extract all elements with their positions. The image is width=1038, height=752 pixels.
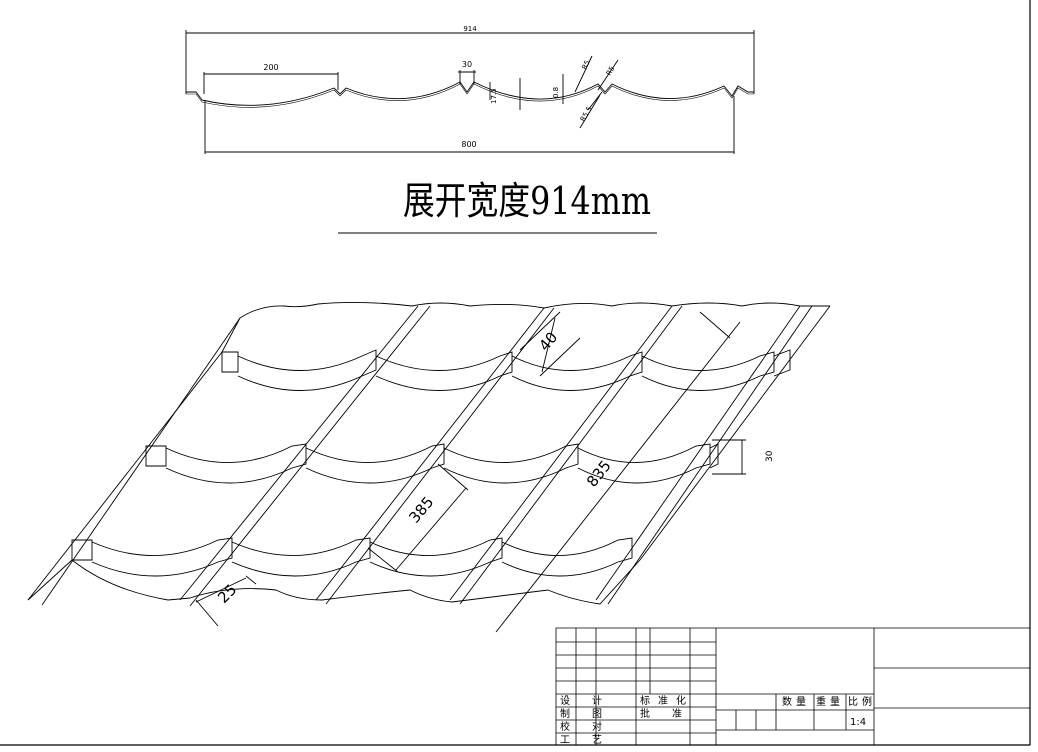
dim-step: 30 [462,60,472,69]
tb-h-2: 量 [796,696,806,708]
tb-h-5: 比 [848,696,858,708]
tb-r1-a: 设 [560,695,570,707]
tb-r2-a: 制 [560,707,570,720]
tb-r3-a: 校 [560,720,570,733]
dim-total-top: 914 [463,25,477,33]
dim-radius-c: R5.5 [579,105,594,123]
dim-835: 835 [583,457,615,491]
unfold-width-title: 展开宽度914mm [403,179,651,223]
dim-thickness: 0.8 [552,87,560,98]
tb-scale: 1:4 [850,717,866,728]
tb-r4-a: 工 [560,735,570,746]
tb-h-6: 例 [862,695,872,708]
tb-h-1: 数 [782,695,792,708]
tb-r4-b: 艺 [592,734,602,746]
dim-25: 25 [214,581,240,607]
title-block-text: 设 计 标 准 化 制 图 批 准 校 对 工 艺 数 量 重 量 比 例 1:… [560,694,872,746]
dim-385: 385 [405,493,437,527]
tb-r1-d: 准 [658,695,668,707]
dim-radius-b: R5 [605,65,617,77]
tb-r2-d: 准 [672,708,682,720]
dim-cover: 800 [461,140,476,149]
profile-outline [186,82,754,105]
dim-pitch: 200 [263,63,278,72]
tb-r1-e: 化 [676,694,686,707]
tb-r2-c: 批 [640,707,650,720]
tb-h-3: 重 [816,695,826,708]
tb-h-4: 量 [830,696,840,708]
tile-sheet-isometric [28,302,830,632]
profile-section [186,30,754,154]
dim-radius-a: R5 [581,59,592,71]
tb-r1-b: 计 [592,694,602,707]
dim-30: 30 [765,450,775,462]
title-block [556,628,1030,745]
tb-r1-c: 标 [640,695,650,707]
tb-r3-b: 对 [592,720,602,733]
tb-r2-b: 图 [592,708,602,720]
dim-depth: 17.5 [490,88,498,104]
